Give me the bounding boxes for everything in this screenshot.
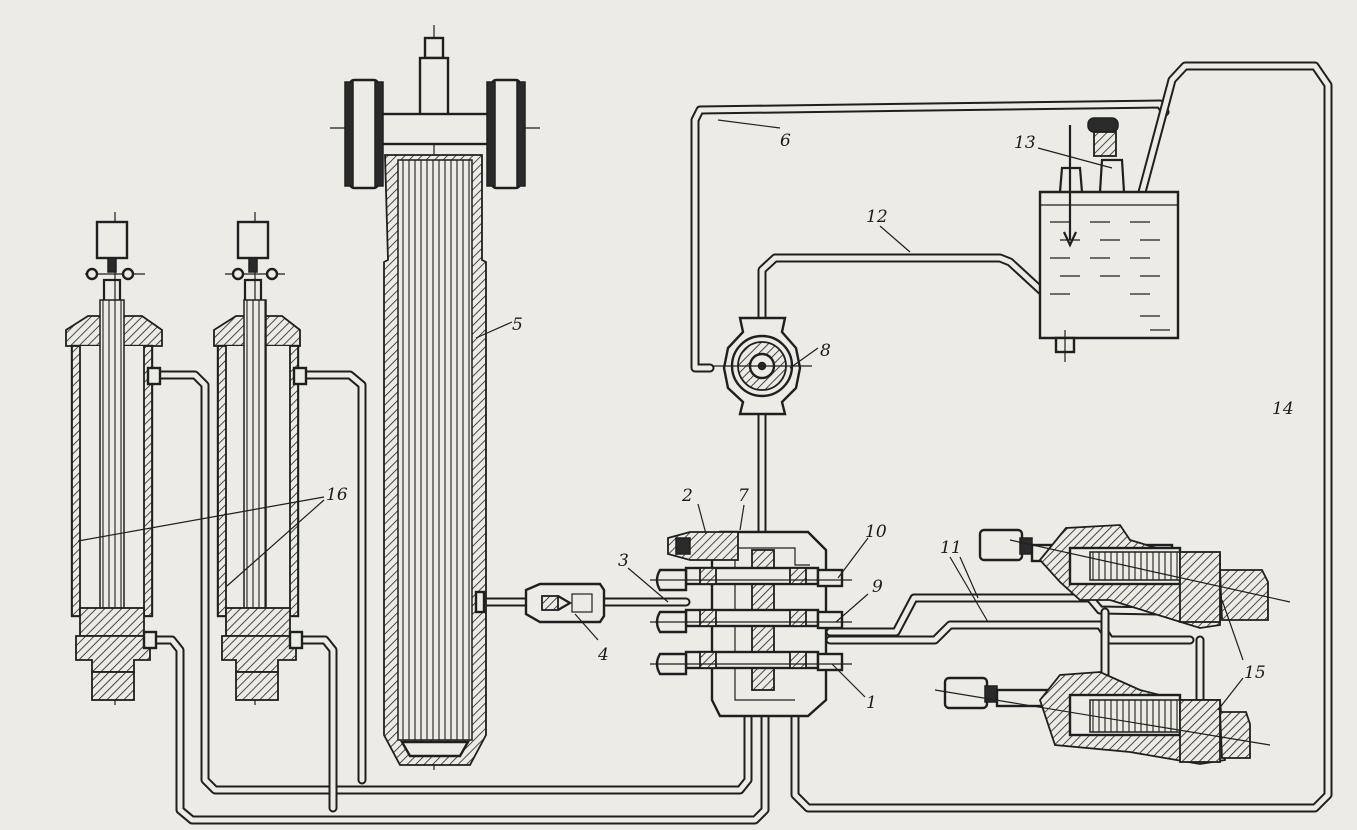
check-valve xyxy=(524,582,606,624)
accumulator-right xyxy=(213,212,308,705)
leader-lines xyxy=(77,119,1244,711)
accumulator-left xyxy=(65,212,163,705)
callout-1: 1 xyxy=(866,693,877,713)
valve-block xyxy=(650,530,852,718)
callout-labels: 1 2 3 4 5 6 7 8 9 10 11 12 13 14 15 16 xyxy=(326,131,1294,713)
callout-8: 8 xyxy=(820,341,831,361)
callout-2: 2 xyxy=(681,486,693,506)
reservoir-fluid-lines xyxy=(1050,221,1170,331)
callout-10: 10 xyxy=(865,522,887,542)
callout-6: 6 xyxy=(780,131,791,151)
callout-13: 13 xyxy=(1014,133,1036,153)
callout-4: 4 xyxy=(597,645,609,665)
reservoir xyxy=(1038,117,1180,362)
pipelines xyxy=(145,61,1333,825)
main-cylinder xyxy=(330,25,540,770)
callout-16: 16 xyxy=(326,485,348,505)
side-cylinder-lower xyxy=(934,671,1271,765)
side-cylinder-upper xyxy=(978,524,1291,629)
callout-9: 9 xyxy=(872,577,883,597)
callout-3: 3 xyxy=(618,551,629,571)
callout-12: 12 xyxy=(866,207,888,227)
callout-15: 15 xyxy=(1244,663,1266,683)
gear-pump xyxy=(712,316,812,416)
callout-5: 5 xyxy=(512,315,523,335)
callout-7: 7 xyxy=(738,486,749,506)
callout-14: 14 xyxy=(1272,399,1294,419)
pipe-accumulator-2-bottom xyxy=(295,635,338,813)
callout-11: 11 xyxy=(940,538,962,558)
